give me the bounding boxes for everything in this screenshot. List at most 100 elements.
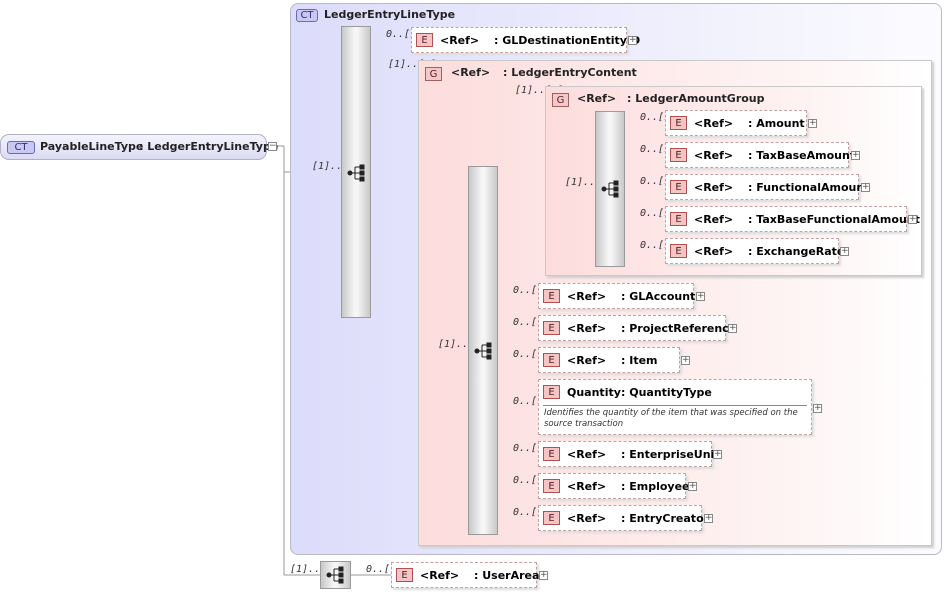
plus-icon[interactable]: + xyxy=(808,118,817,128)
element-entry-creator[interactable]: E <Ref> : EntryCreator xyxy=(538,505,709,531)
ref-label: <Ref> xyxy=(694,245,734,258)
element-name: : GLDestinationEntityID xyxy=(494,34,641,47)
element-functional-amount[interactable]: E <Ref> : FunctionalAmount xyxy=(665,174,869,200)
cardinality: 0..[1] xyxy=(513,317,550,328)
element-employee[interactable]: E <Ref> : Employee xyxy=(538,473,690,499)
element-amount[interactable]: E <Ref> : Amount xyxy=(665,110,807,136)
element-name: : TaxBaseAmount xyxy=(748,149,856,162)
element-name: : EntryCreator xyxy=(621,512,710,525)
element-gl-account[interactable]: E <Ref> : GLAccount xyxy=(538,283,696,309)
group-icon: G xyxy=(425,67,442,81)
element-icon: E xyxy=(670,212,687,226)
element-icon: E xyxy=(670,148,687,162)
plus-icon[interactable]: + xyxy=(861,182,870,192)
element-type: : QuantityType xyxy=(621,386,712,399)
cardinality: 0..[1] xyxy=(640,112,677,123)
element-name: : Item xyxy=(621,354,658,367)
element-project-reference[interactable]: E <Ref> : ProjectReference xyxy=(538,315,736,341)
cardinality: [1]..[1] xyxy=(515,85,564,96)
element-icon: E xyxy=(543,447,560,461)
minus-icon[interactable]: − xyxy=(268,141,277,151)
element-tax-base-amount[interactable]: E <Ref> : TaxBaseAmount xyxy=(665,142,855,168)
element-local-name: Quantity xyxy=(567,386,621,399)
ref-label: <Ref> xyxy=(567,448,607,461)
cardinality: 0..[1] xyxy=(513,475,550,486)
bottom-sequence[interactable] xyxy=(320,561,351,589)
content-sequence[interactable] xyxy=(468,166,498,535)
plus-icon[interactable]: + xyxy=(696,291,705,301)
element-icon: E xyxy=(543,321,560,335)
ledger-entry-line-type-title: LedgerEntryLineType xyxy=(324,8,456,21)
cardinality: [1]..[1] xyxy=(438,339,487,350)
element-icon: E xyxy=(670,244,687,258)
element-icon: E xyxy=(670,180,687,194)
ref-label: <Ref> xyxy=(694,181,734,194)
cardinality: 0..[1] xyxy=(640,240,677,251)
group-ref: <Ref> xyxy=(577,92,617,105)
plus-icon[interactable]: + xyxy=(539,570,548,580)
ref-label: <Ref> xyxy=(420,569,460,582)
element-name: : ProjectReference xyxy=(621,322,737,335)
element-name: : Amount xyxy=(748,117,805,130)
ref-label: <Ref> xyxy=(567,512,607,525)
element-user-area[interactable]: E <Ref> : UserArea xyxy=(391,562,539,588)
element-icon: E xyxy=(396,568,413,582)
cardinality: 0..[1] xyxy=(640,208,677,219)
plus-icon[interactable]: + xyxy=(813,403,822,413)
cardinality: 0..[1] xyxy=(513,507,550,518)
cardinality: 0..[1] xyxy=(386,29,423,40)
ref-label: <Ref> xyxy=(694,149,734,162)
element-icon: E xyxy=(543,289,560,303)
ref-label: <Ref> xyxy=(567,290,607,303)
ref-label: <Ref> xyxy=(567,354,607,367)
root-type: : LedgerEntryLineType xyxy=(139,140,279,153)
ref-label: <Ref> xyxy=(694,213,734,226)
group-name: : LedgerAmountGroup xyxy=(627,92,765,105)
element-icon: E xyxy=(543,385,560,399)
element-item[interactable]: E <Ref> : Item xyxy=(538,347,680,373)
element-tax-base-functional-amount[interactable]: E <Ref> : TaxBaseFunctionalAmount xyxy=(665,206,920,232)
divider xyxy=(543,405,807,406)
plus-icon[interactable]: + xyxy=(728,323,737,333)
cardinality: 0..[1] xyxy=(513,285,550,296)
cardinality: 0..[1] xyxy=(640,144,677,155)
element-name: : FunctionalAmount xyxy=(748,181,870,194)
element-gl-destination-entity-id[interactable]: E <Ref> : GLDestinationEntityID xyxy=(411,27,640,53)
element-name: : TaxBaseFunctionalAmount xyxy=(748,213,920,226)
group-icon: G xyxy=(552,93,569,107)
element-icon: E xyxy=(416,33,433,47)
amount-sequence[interactable] xyxy=(595,111,625,267)
cardinality: 0..[1] xyxy=(640,176,677,187)
element-enterprise-unit[interactable]: E <Ref> : EnterpriseUnit xyxy=(538,441,720,467)
cardinality: 0..[1] xyxy=(513,396,550,407)
complex-type-icon: CT xyxy=(296,9,318,22)
ref-label: <Ref> xyxy=(440,34,480,47)
plus-icon[interactable]: + xyxy=(628,35,637,45)
element-icon: E xyxy=(543,353,560,367)
cardinality: [1]..[1] xyxy=(312,161,361,172)
plus-icon[interactable]: + xyxy=(840,246,849,256)
element-documentation: Identifies the quantity of the item that… xyxy=(544,408,798,429)
cardinality: [1]..[1] xyxy=(290,564,339,575)
element-name: : ExchangeRate xyxy=(748,245,845,258)
plus-icon[interactable]: + xyxy=(851,150,860,160)
plus-icon[interactable]: + xyxy=(713,449,722,459)
ref-label: <Ref> xyxy=(694,117,734,130)
plus-icon[interactable]: + xyxy=(681,355,690,365)
group-name: : LedgerEntryContent xyxy=(503,66,637,79)
cardinality: 0..[1] xyxy=(513,443,550,454)
plus-icon[interactable]: + xyxy=(688,481,697,491)
sequence-icon xyxy=(601,180,619,198)
element-name: : GLAccount xyxy=(621,290,696,303)
element-icon: E xyxy=(670,116,687,130)
element-exchange-rate[interactable]: E <Ref> : ExchangeRate xyxy=(665,238,844,264)
root-sequence[interactable] xyxy=(341,26,371,318)
root-complex-type[interactable]: CT PayableLineType : LedgerEntryLineType xyxy=(0,134,278,160)
ref-label: <Ref> xyxy=(567,480,607,493)
element-quantity[interactable]: E Quantity : QuantityType Identifies the… xyxy=(538,379,812,435)
plus-icon[interactable]: + xyxy=(908,214,917,224)
plus-icon[interactable]: + xyxy=(704,513,713,523)
sequence-icon xyxy=(347,164,365,182)
element-icon: E xyxy=(543,511,560,525)
sequence-icon xyxy=(474,342,492,360)
